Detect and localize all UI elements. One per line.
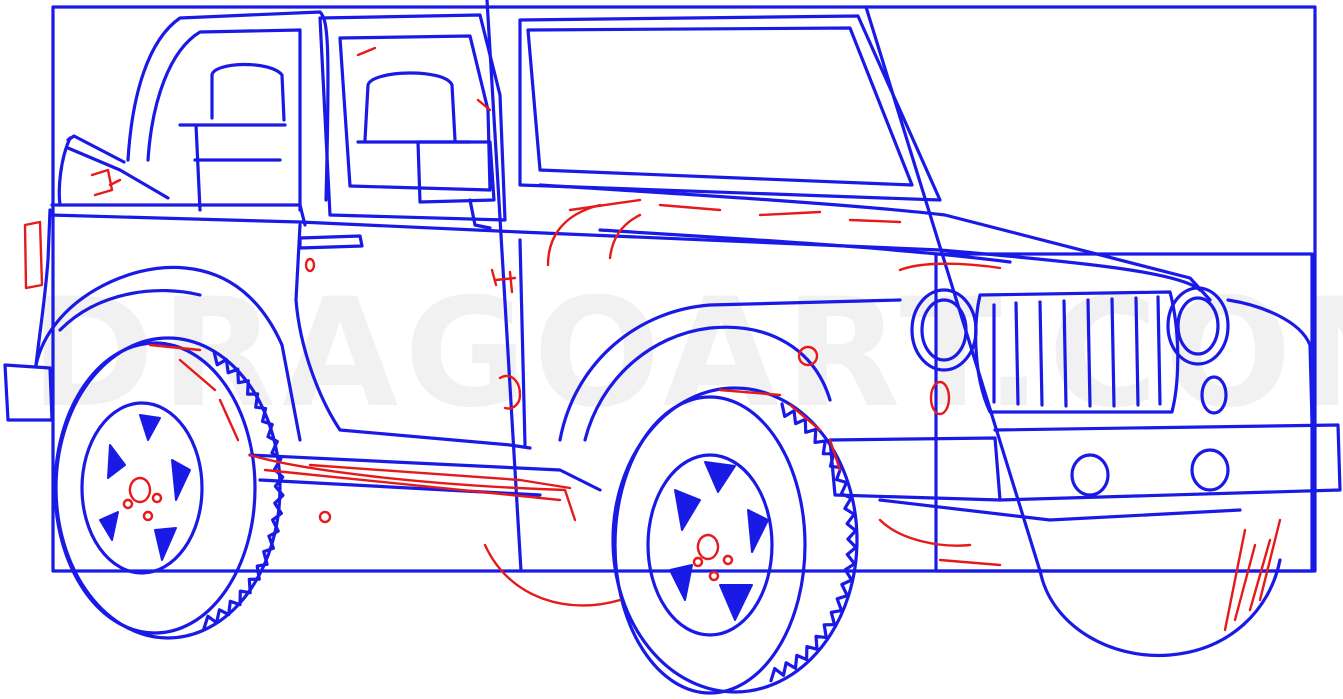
hood-top (538, 183, 1212, 302)
front-rim-spoke (674, 489, 701, 531)
red-rear-light (23, 220, 44, 290)
roll-bar-inner (146, 28, 302, 212)
rear-bumper (3, 363, 54, 422)
red-door-hinge (490, 268, 517, 294)
red-window-corner (356, 46, 492, 112)
front-rim-spoke (704, 461, 736, 493)
red-rear-tire-arc (483, 543, 622, 607)
fog-light-left (1070, 453, 1110, 497)
rear-rim-spoke (139, 414, 161, 441)
red-door-circle (304, 257, 316, 273)
rear-rim (80, 401, 204, 575)
grille-slots (992, 295, 1162, 408)
red-door-latch (498, 374, 522, 410)
front-seat (356, 71, 472, 144)
front-right-wheel-arc (1038, 558, 1282, 658)
red-rocker-bolt (318, 510, 332, 524)
headlight-right-inner (1176, 296, 1220, 356)
front-rim-spoke (669, 564, 693, 601)
bumper-lower (878, 498, 1242, 522)
rocker-panel (248, 453, 602, 492)
red-front-marker (929, 380, 951, 416)
windshield-frame (518, 14, 942, 202)
red-front-right-tread (1223, 518, 1282, 632)
fog-light-right (1190, 448, 1230, 492)
side-mirror (416, 140, 496, 230)
front-bumper-main (993, 423, 1342, 502)
front-left-wheel (611, 386, 859, 695)
red-rear-logo (90, 168, 122, 197)
red-hood-marks (568, 198, 902, 224)
front-tire-tread (611, 386, 859, 694)
rear-rim-spoke (107, 444, 126, 479)
red-body-curve-b (608, 213, 642, 260)
red-front-undercarriage (878, 518, 1002, 567)
front-tire-outer (613, 395, 807, 695)
red-step-details (23, 46, 1282, 632)
windshield-glass (526, 26, 914, 187)
red-lug-nuts-front (692, 533, 734, 582)
red-fender-stitch-front (718, 388, 842, 472)
rear-left-wheel (53, 336, 282, 640)
door-back-edge (518, 238, 527, 447)
red-fender-stitch-rear (148, 343, 240, 442)
front-bumper (828, 436, 1002, 502)
headlight-left (910, 288, 978, 372)
red-hood-curve (898, 262, 1002, 272)
rear-fender (34, 265, 302, 442)
headlight-right (1166, 286, 1230, 366)
front-rim-spoke (719, 584, 753, 621)
body-top-line (48, 213, 1202, 292)
door-handle (298, 234, 364, 250)
rear-rim-spoke (171, 459, 191, 501)
door-window (318, 13, 507, 222)
rear-rim-spoke (99, 511, 119, 541)
headlight-left-inner (920, 298, 968, 362)
front-rim (646, 453, 774, 637)
red-rocker-detail (248, 453, 577, 522)
rear-fender-inner (58, 289, 202, 332)
red-lug-nuts-rear (122, 476, 163, 522)
body-rear-panel (34, 208, 52, 367)
front-rim-spoke (747, 509, 769, 553)
rear-seat (178, 62, 287, 212)
turn-signal (1200, 375, 1228, 415)
front-fender-inner (583, 325, 832, 442)
jeep-body-outline (3, 10, 1342, 658)
red-marker-light (797, 345, 819, 367)
front-tire-tread-pattern (769, 402, 858, 683)
right-fender (1226, 298, 1314, 422)
rear-rim-spoke (154, 527, 177, 561)
spare-mount (66, 134, 170, 200)
rear-deck (50, 203, 307, 227)
guide-line-door (485, 0, 523, 573)
rear-tire-tread (54, 336, 282, 640)
rear-tire-tread-pattern (202, 350, 285, 631)
hood-crease (598, 228, 1012, 264)
door-window-inner (338, 34, 492, 192)
front-fender (558, 298, 902, 442)
roll-bar (126, 10, 330, 202)
door-outline (294, 223, 532, 450)
rear-corner (57, 136, 72, 207)
